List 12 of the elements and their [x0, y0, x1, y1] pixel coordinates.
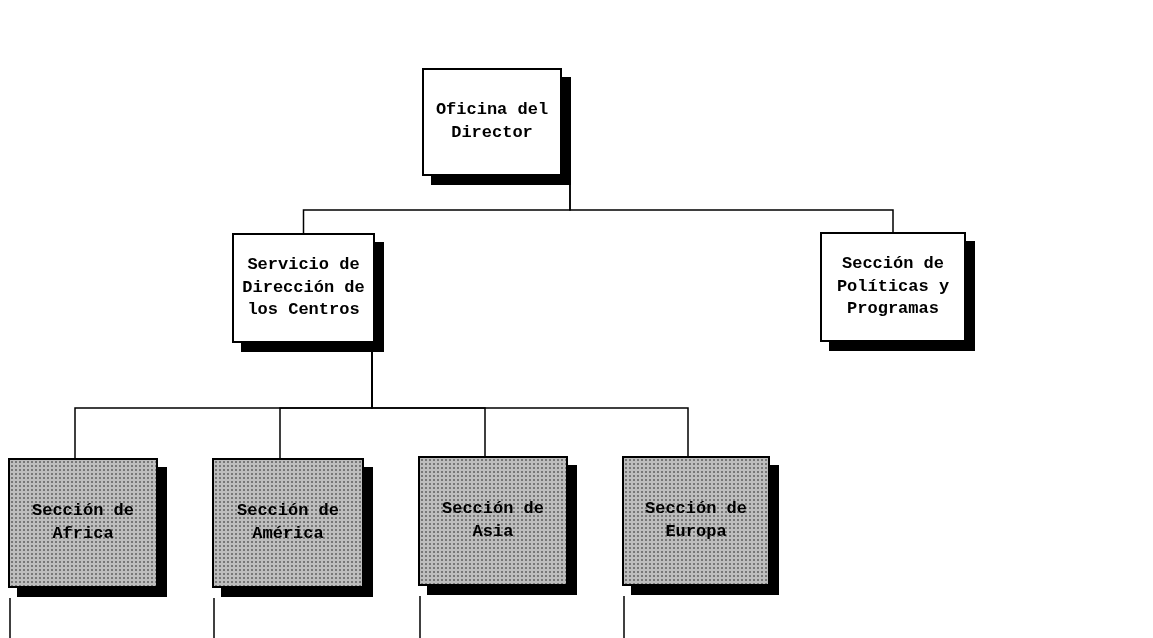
connector-line	[9, 597, 11, 638]
connector-line	[623, 595, 625, 638]
box-label: Servicio de Dirección de los Centros	[241, 253, 366, 322]
connector-line	[213, 597, 215, 638]
connector-line	[419, 595, 421, 638]
box-label: Sección de Políticas y Programas	[835, 252, 951, 321]
box-label: Sección de Europa	[644, 498, 748, 543]
box-label: Oficina del Director	[434, 99, 550, 144]
connector-line	[569, 183, 894, 233]
box-label: Sección de Africa	[31, 500, 135, 545]
box-label: Sección de Asia	[441, 498, 545, 543]
box-label: Sección de América	[236, 500, 340, 545]
